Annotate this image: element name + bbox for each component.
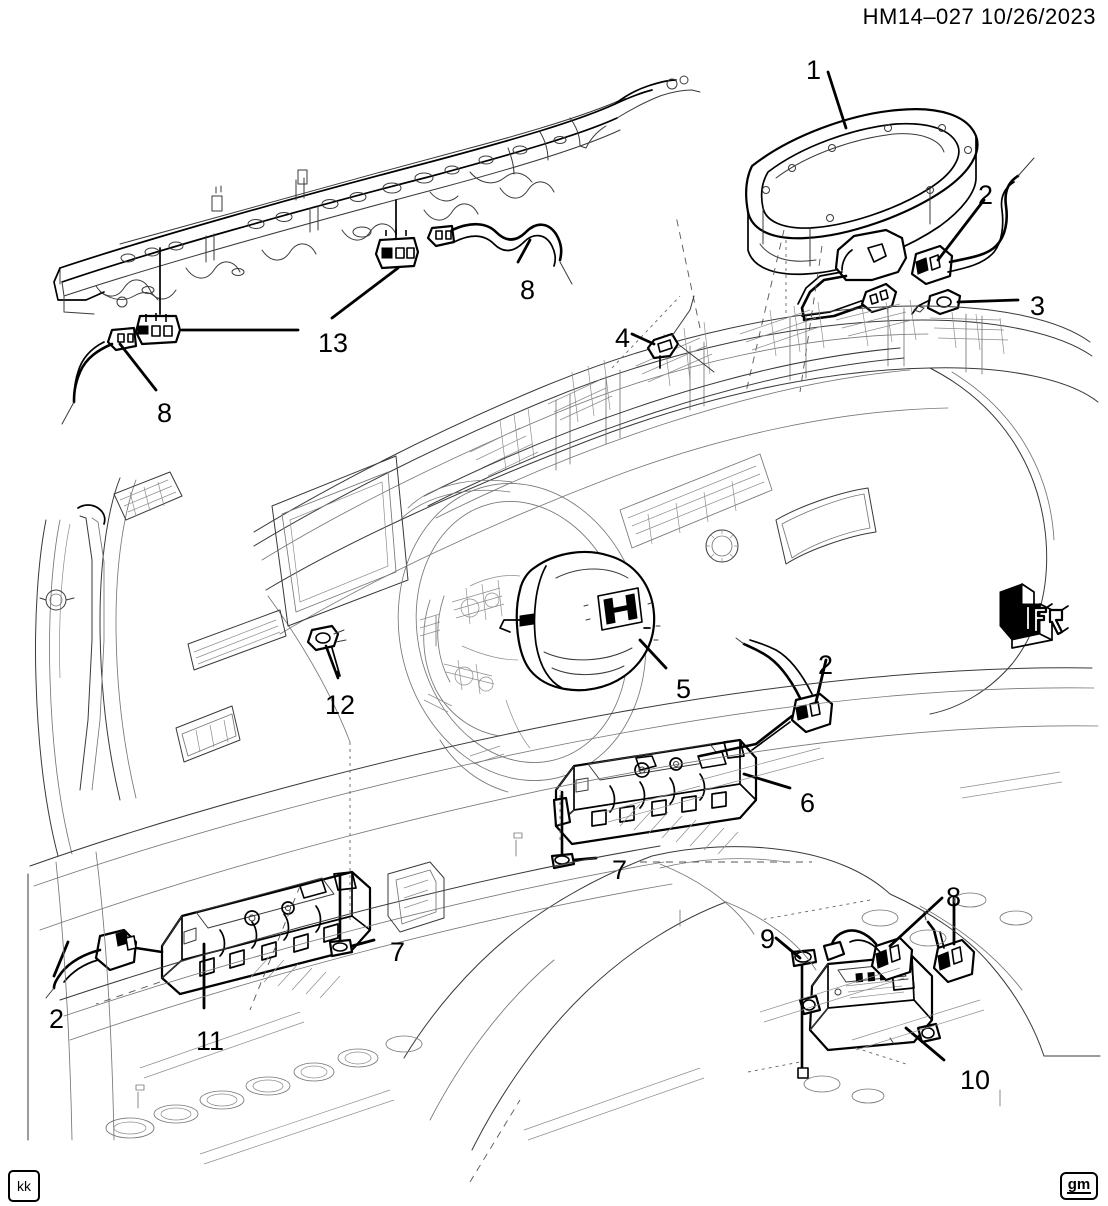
callout-2-17: 2 <box>49 1004 65 1034</box>
sensing-diagnostic-module <box>774 896 976 1079</box>
instrument-panel-beam <box>53 75 701 315</box>
front-impact-sensor-right <box>330 199 573 320</box>
callout-2-16: 2 <box>818 650 834 680</box>
callout-1-0: 1 <box>806 55 822 85</box>
front-direction-marker <box>999 583 1069 649</box>
drawing-header: HM14–027 10/26/2023 <box>862 4 1096 29</box>
callout-5-4: 5 <box>676 674 692 704</box>
callout-8-8: 8 <box>157 398 173 428</box>
callout-3-2: 3 <box>1030 291 1046 321</box>
gm-logo-text: gm <box>1066 1175 1092 1195</box>
front-impact-sensor-left <box>61 247 300 425</box>
instrument-panel-airbag-module <box>745 70 1035 393</box>
callout-8-9: 8 <box>946 882 962 912</box>
callout-2-1: 2 <box>978 180 994 210</box>
callout-12-13: 12 <box>325 690 356 720</box>
sheet-code-text: kk <box>17 1178 31 1194</box>
callout-13-14: 13 <box>318 328 349 358</box>
steering-wheel-assembly <box>397 479 668 793</box>
callout-6-5: 6 <box>800 788 816 818</box>
gm-logo: gm <box>1060 1172 1098 1200</box>
bolt-12 <box>306 624 347 680</box>
callout-7-15: 7 <box>390 937 406 967</box>
callout-10-11: 10 <box>960 1065 991 1095</box>
clip-retainer-4 <box>630 295 715 373</box>
sheet-code-badge: kk <box>8 1170 40 1202</box>
callout-9-10: 9 <box>760 924 776 954</box>
callout-7-6: 7 <box>612 855 628 885</box>
callout-8-7: 8 <box>520 275 536 305</box>
callout-11-12: 11 <box>196 1026 225 1056</box>
floor-pan-assembly <box>27 667 1101 1183</box>
callout-4-3: 4 <box>615 323 631 353</box>
knee-bolster-airbag-left <box>45 870 376 1010</box>
